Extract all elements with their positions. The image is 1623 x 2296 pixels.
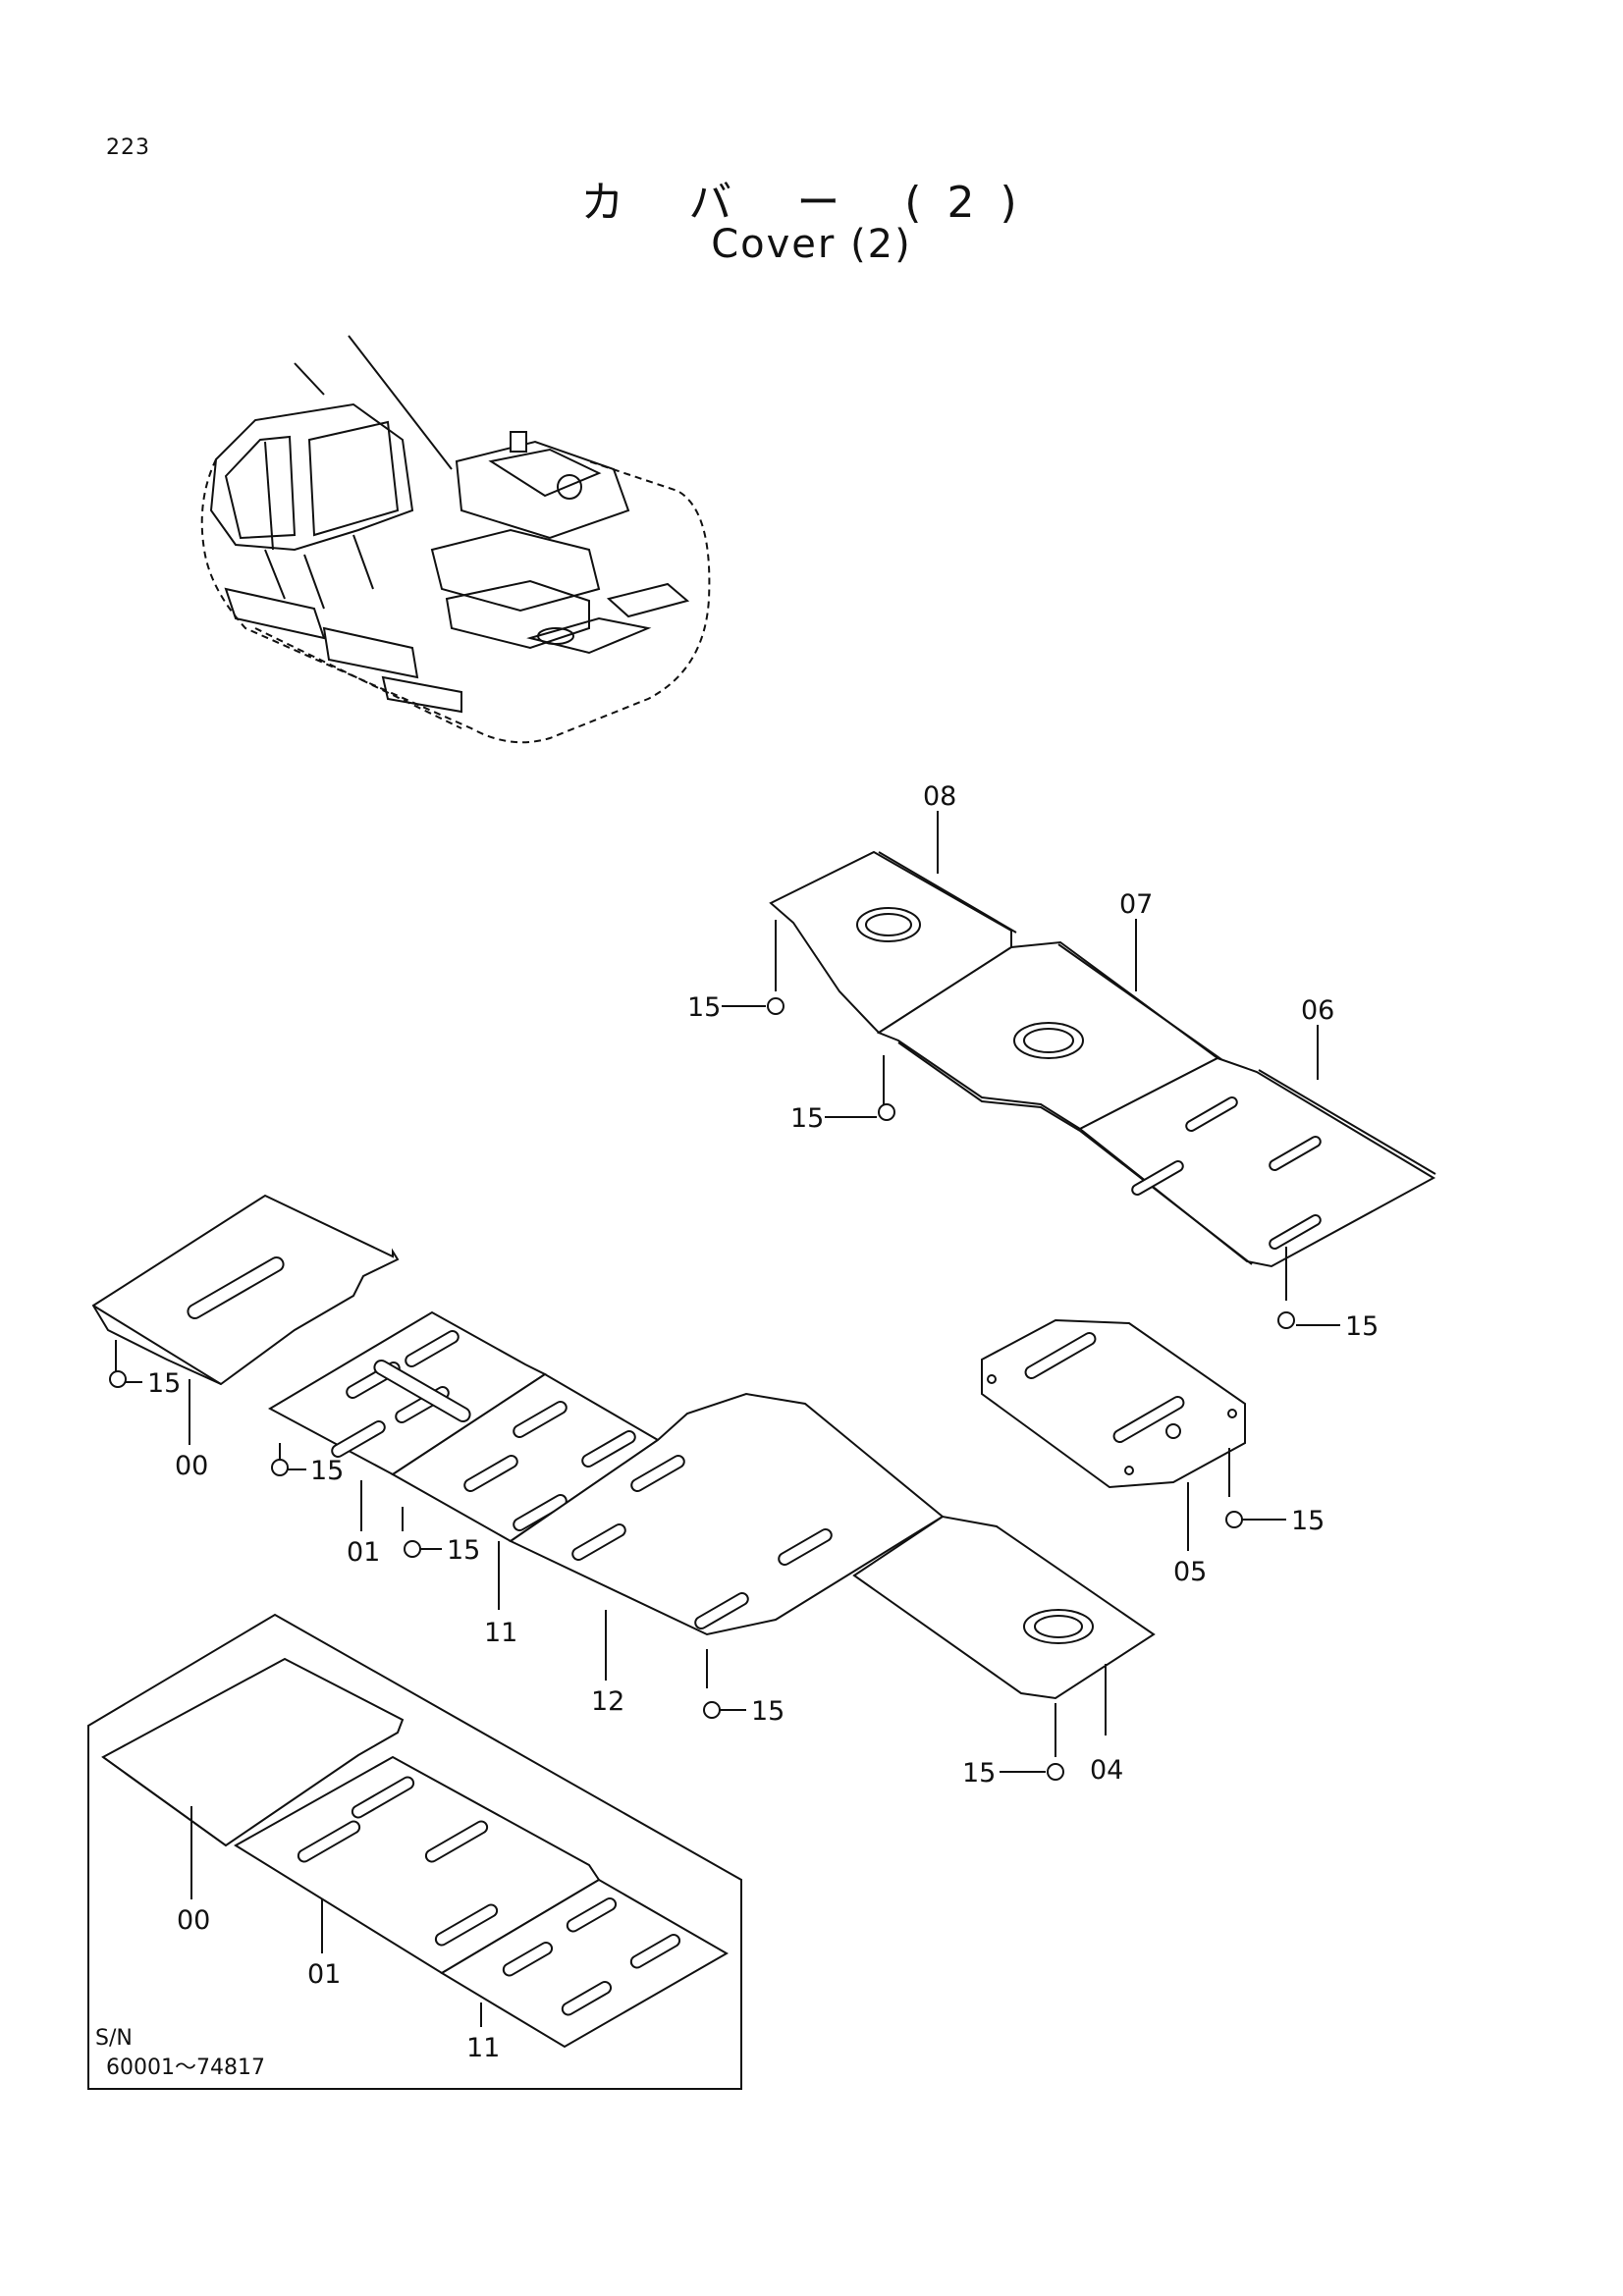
callout-08: 08: [923, 781, 956, 812]
callout-05: 05: [1173, 1557, 1207, 1587]
inset-callout-11: 11: [466, 2033, 500, 2063]
callout-15: 15: [447, 1535, 480, 1566]
callout-15: 15: [687, 992, 721, 1023]
inset-callout-00: 00: [177, 1905, 210, 1936]
callout-12: 12: [591, 1686, 624, 1717]
inset-callout-01: 01: [307, 1959, 341, 1990]
cover-assembly-upper: [722, 811, 1436, 1329]
cover-part-04: [852, 1515, 1156, 1700]
cover-part-05: [981, 1318, 1286, 1551]
callout-11: 11: [484, 1618, 517, 1648]
callout-07: 07: [1119, 889, 1153, 920]
callout-15: 15: [790, 1103, 824, 1134]
callout-15: 15: [751, 1696, 784, 1727]
title-english: Cover (2): [711, 222, 912, 267]
cover-assembly-middle: [91, 1194, 1156, 1781]
callout-15: 15: [962, 1758, 996, 1789]
callout-15: 15: [147, 1368, 181, 1399]
callout-15: 15: [1345, 1311, 1379, 1342]
callout-15: 15: [310, 1456, 344, 1486]
serial-number-inset: [87, 1613, 742, 2090]
callout-01: 01: [347, 1537, 380, 1568]
callout-00: 00: [175, 1451, 208, 1481]
excavator-overview: [200, 335, 711, 744]
cover-part-01: [267, 1310, 547, 1476]
callout-15: 15: [1291, 1506, 1325, 1536]
page-number: 223: [106, 135, 150, 160]
callout-06: 06: [1301, 995, 1334, 1026]
cover-part-12: [509, 1392, 945, 1636]
title-japanese: カ バ ー (2): [580, 178, 1043, 228]
callout-04: 04: [1090, 1755, 1123, 1786]
serial-number-label: S/N: [95, 2026, 133, 2051]
serial-number-range: 60001～74817: [106, 2056, 265, 2080]
